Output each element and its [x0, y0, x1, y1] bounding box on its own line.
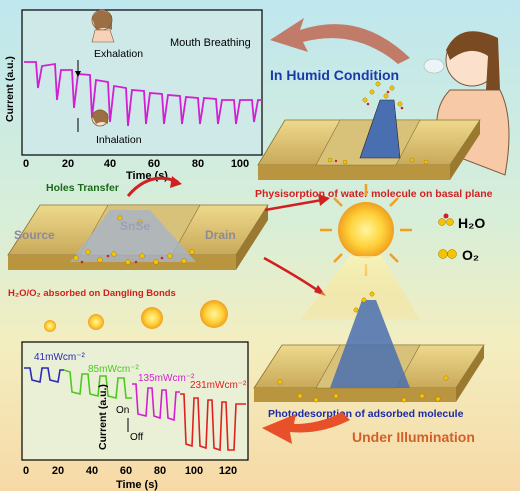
sun-small-icon: [44, 320, 56, 332]
exhalation-annotation: Exhalation: [94, 48, 143, 60]
illumination-ylabel: Current (a.u.): [97, 384, 109, 450]
physisorption-caption: Physisorption of water molecule on basal…: [255, 188, 493, 200]
sun-large-icon: [200, 300, 228, 328]
trace-41: [24, 367, 64, 383]
person-inhale-icon: [91, 109, 109, 127]
intensity-label-231: 231mWcm⁻²: [190, 380, 247, 391]
device-material-label: SnSe: [120, 219, 150, 233]
trace-85: [63, 369, 132, 400]
dangling-bonds-caption: H₂O/O₂ absorbed on Dangling Bonds: [8, 288, 176, 299]
source-label: Source: [14, 228, 55, 242]
sun-medium-icon: [141, 307, 163, 329]
illumination-plot-frame: [21, 341, 249, 461]
arrow-to-humid: [264, 198, 323, 212]
h2o-legend-icon: [438, 218, 446, 226]
breathing-xtick: 0: [23, 158, 29, 170]
snse-flake-humid: [359, 99, 401, 159]
breathing-xtick: 100: [231, 158, 249, 170]
breathing-plot: Mouth Breathing Exhalation Inhalation Cu…: [4, 9, 263, 182]
device-illuminated: [253, 291, 485, 403]
breathing-xtick: 60: [148, 158, 160, 170]
illumination-title: Under Illumination: [352, 429, 475, 445]
o2-legend-icon: [438, 249, 448, 259]
intensity-label-41: 41mWcm⁻²: [34, 352, 86, 363]
sun-small-icon: [88, 314, 104, 330]
intensity-label-135: 135mWcm⁻²: [138, 373, 195, 384]
molecules-center: [73, 215, 195, 265]
breathing-xticks: 0 20 40 60 80 100: [23, 158, 249, 170]
drain-label: Drain: [205, 228, 236, 242]
device-humid: [257, 81, 481, 180]
snse-flake-illuminated: [330, 300, 410, 388]
trace-231: [180, 393, 246, 452]
breathing-xtick: 80: [192, 158, 204, 170]
arrow-to-illumination: [263, 256, 321, 294]
breathing-plot-frame: [21, 9, 263, 156]
breathing-xtick: 20: [62, 158, 74, 170]
holes-transfer-label: Holes Transfer: [46, 182, 119, 194]
illumination-plot: 41mWcm⁻² 85mWcm⁻² 135mWcm⁻² 231mWcm⁻² On…: [21, 341, 249, 491]
breathing-legend: Mouth Breathing: [170, 37, 251, 49]
illumination-xtick: 40: [86, 465, 98, 477]
intensity-labels: 41mWcm⁻² 85mWcm⁻² 135mWcm⁻² 231mWcm⁻²: [34, 352, 247, 391]
molecules-illuminated: [277, 291, 449, 403]
illumination-xticks: 0 20 40 60 80 100 120: [23, 465, 237, 477]
breath-puff-icon: [423, 58, 445, 74]
humid-condition-title: In Humid Condition: [270, 67, 399, 83]
h2o-legend-label: H₂O: [458, 215, 485, 231]
water-molecules-humid: [327, 81, 429, 165]
off-annotation: Off: [130, 432, 143, 443]
on-annotation: On: [116, 405, 129, 416]
snse-flake-center: [70, 210, 196, 262]
breathing-ylabel: Current (a.u.): [4, 56, 16, 122]
inhalation-annotation: Inhalation: [96, 134, 142, 146]
illumination-arrow: [262, 412, 350, 444]
illumination-xtick: 120: [219, 465, 237, 477]
sun-icon: [320, 184, 412, 276]
person-exhale-icon: [91, 9, 115, 43]
breathing-current-trace: [24, 61, 262, 127]
illumination-xtick: 60: [120, 465, 132, 477]
illumination-xtick: 80: [154, 465, 166, 477]
humid-curved-arrow: [270, 18, 410, 64]
illumination-xtick: 20: [52, 465, 64, 477]
photodesorption-caption: Photodesorption of adsorbed molecule: [268, 408, 464, 420]
intensity-label-85: 85mWcm⁻²: [88, 364, 140, 375]
illumination-xtick: 100: [185, 465, 203, 477]
illumination-xlabel: Time (s): [116, 479, 158, 491]
trace-135: [132, 383, 180, 422]
illumination-xtick: 0: [23, 465, 29, 477]
intensity-suns: [44, 300, 228, 332]
o2-legend-label: O₂: [462, 247, 479, 263]
molecule-legend: H₂O O₂: [438, 213, 485, 263]
device-center: [7, 204, 269, 270]
light-beam: [300, 256, 420, 320]
breathing-xtick: 40: [104, 158, 116, 170]
